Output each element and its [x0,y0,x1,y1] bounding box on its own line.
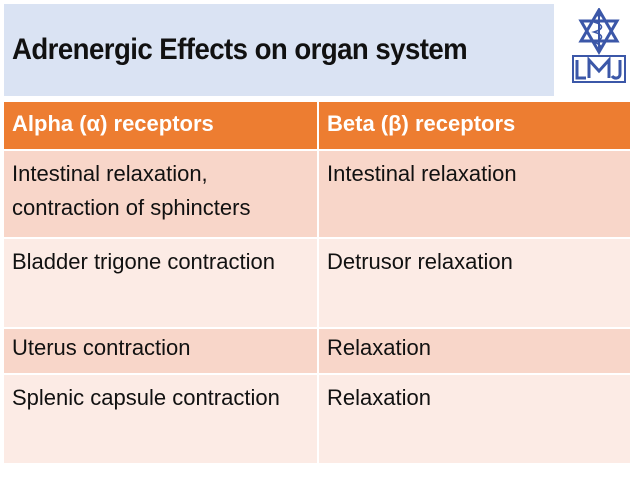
alpha-effect-cell: Uterus contraction [4,328,319,375]
alpha-effect-cell: Bladder trigone contraction [4,238,319,329]
beta-effect-cell: Relaxation [318,374,630,465]
table-row: Intestinal relaxation, contraction of sp… [4,150,630,239]
beta-effect-cell: Intestinal relaxation [318,150,630,239]
beta-effect-cell: Relaxation [318,328,630,375]
table-row: Bladder trigone contraction Detrusor rel… [4,238,630,329]
table-header-row: Alpha (α) receptors Beta (β) receptors [4,102,630,151]
table-row: Uterus contraction Relaxation [4,328,630,375]
alpha-receptors-header: Alpha (α) receptors [4,102,319,151]
receptor-effects-table: Alpha (α) receptors Beta (β) receptors I… [4,102,630,465]
beta-effect-cell: Detrusor relaxation [318,238,630,329]
table-row: Splenic capsule contraction Relaxation [4,374,630,465]
star-of-life-caduceus-logo-icon [572,8,626,83]
beta-receptors-header: Beta (β) receptors [318,102,630,151]
alpha-effect-cell: Splenic capsule contraction [4,374,319,465]
slide-title: Adrenergic Effects on organ system [12,33,468,66]
alpha-effect-cell: Intestinal relaxation, contraction of sp… [4,150,319,239]
title-banner: Adrenergic Effects on organ system [4,4,554,96]
